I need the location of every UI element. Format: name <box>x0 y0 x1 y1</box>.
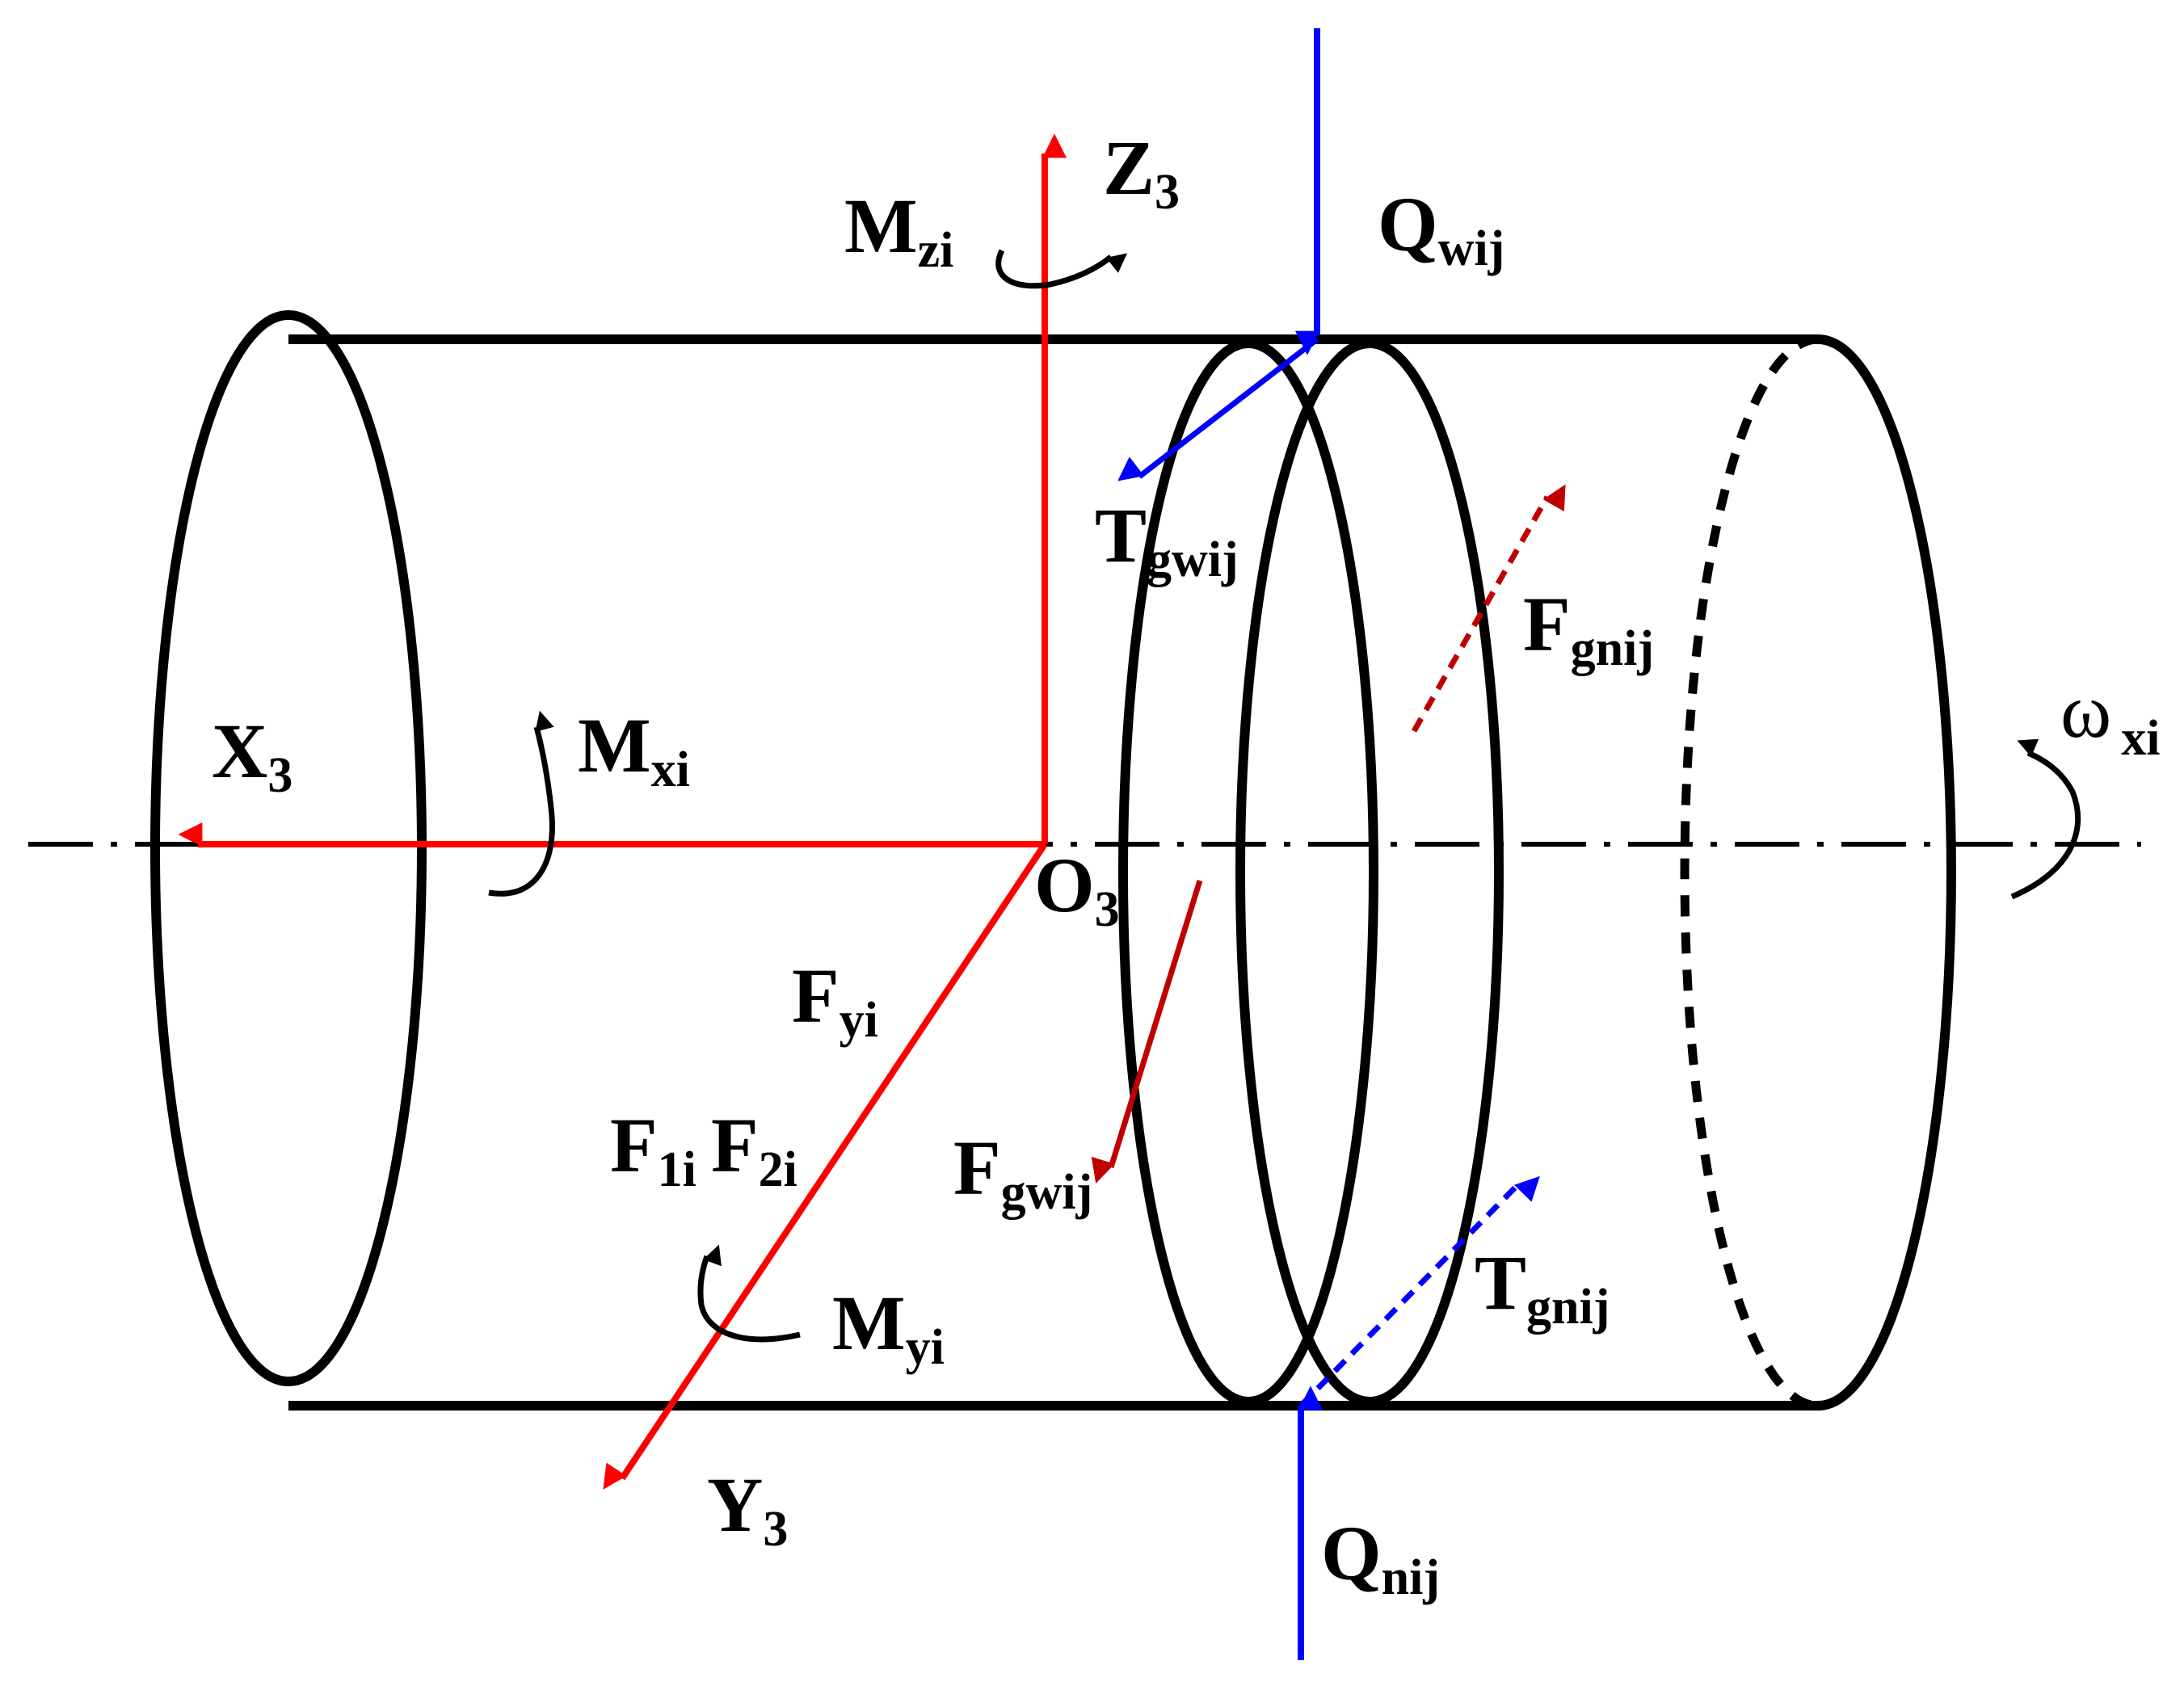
left-end-face <box>150 310 427 1386</box>
coordinate-axes <box>178 133 1067 1490</box>
force-2-label: F2i <box>711 1102 797 1197</box>
outer-ring-hidden-arc <box>1248 338 1378 1406</box>
y-axis-arrow <box>603 842 1048 1490</box>
moment-z-label: Mzi <box>844 183 953 278</box>
moment-x-label: Mxi <box>578 702 690 797</box>
right-end-hidden-arc <box>1680 334 1819 1411</box>
x-axis-label: X3 <box>212 708 292 803</box>
moment-arrows <box>488 249 2081 1343</box>
inner-ring-hidden-arc <box>1369 338 1504 1406</box>
origin-label: O3 <box>1034 842 1120 937</box>
force-1-label: F1i <box>610 1102 696 1197</box>
inner-friction-force-arrow <box>1411 484 1566 733</box>
outer-tangential-force-arrow <box>1117 337 1319 481</box>
z-axis-label: Z3 <box>1103 124 1180 220</box>
angular-velocity-arrow <box>2010 738 2081 900</box>
friction-forces <box>1091 484 1566 1184</box>
outer-friction-force-label: Fgwij <box>953 1125 1092 1220</box>
outer-friction-force-arrow <box>1091 879 1203 1184</box>
inner-friction-force-label: Fgnij <box>1523 581 1654 676</box>
y-axis-label: Y3 <box>707 1461 788 1557</box>
inner-tangential-force-label: Tgnij <box>1475 1239 1610 1335</box>
roller-cylinder <box>150 310 1956 1411</box>
inner-normal-load-label: Qnij <box>1321 1510 1440 1605</box>
moment-z-arrow <box>995 249 1128 289</box>
moment-y-arrow <box>697 1244 801 1343</box>
normal-loads <box>1117 28 1540 1660</box>
moment-y-label: Myi <box>832 1280 945 1375</box>
radial-force-label: Fyi <box>792 952 878 1048</box>
raceway-rings <box>1118 338 1504 1406</box>
outer-normal-load-label: Qwij <box>1378 181 1504 276</box>
right-end-visible-arc <box>1817 334 1956 1411</box>
outer-tangential-force-label: Tgwij <box>1095 492 1239 587</box>
inner-tangential-force-arrow <box>1298 1175 1540 1408</box>
moment-x-arrow <box>488 710 555 897</box>
